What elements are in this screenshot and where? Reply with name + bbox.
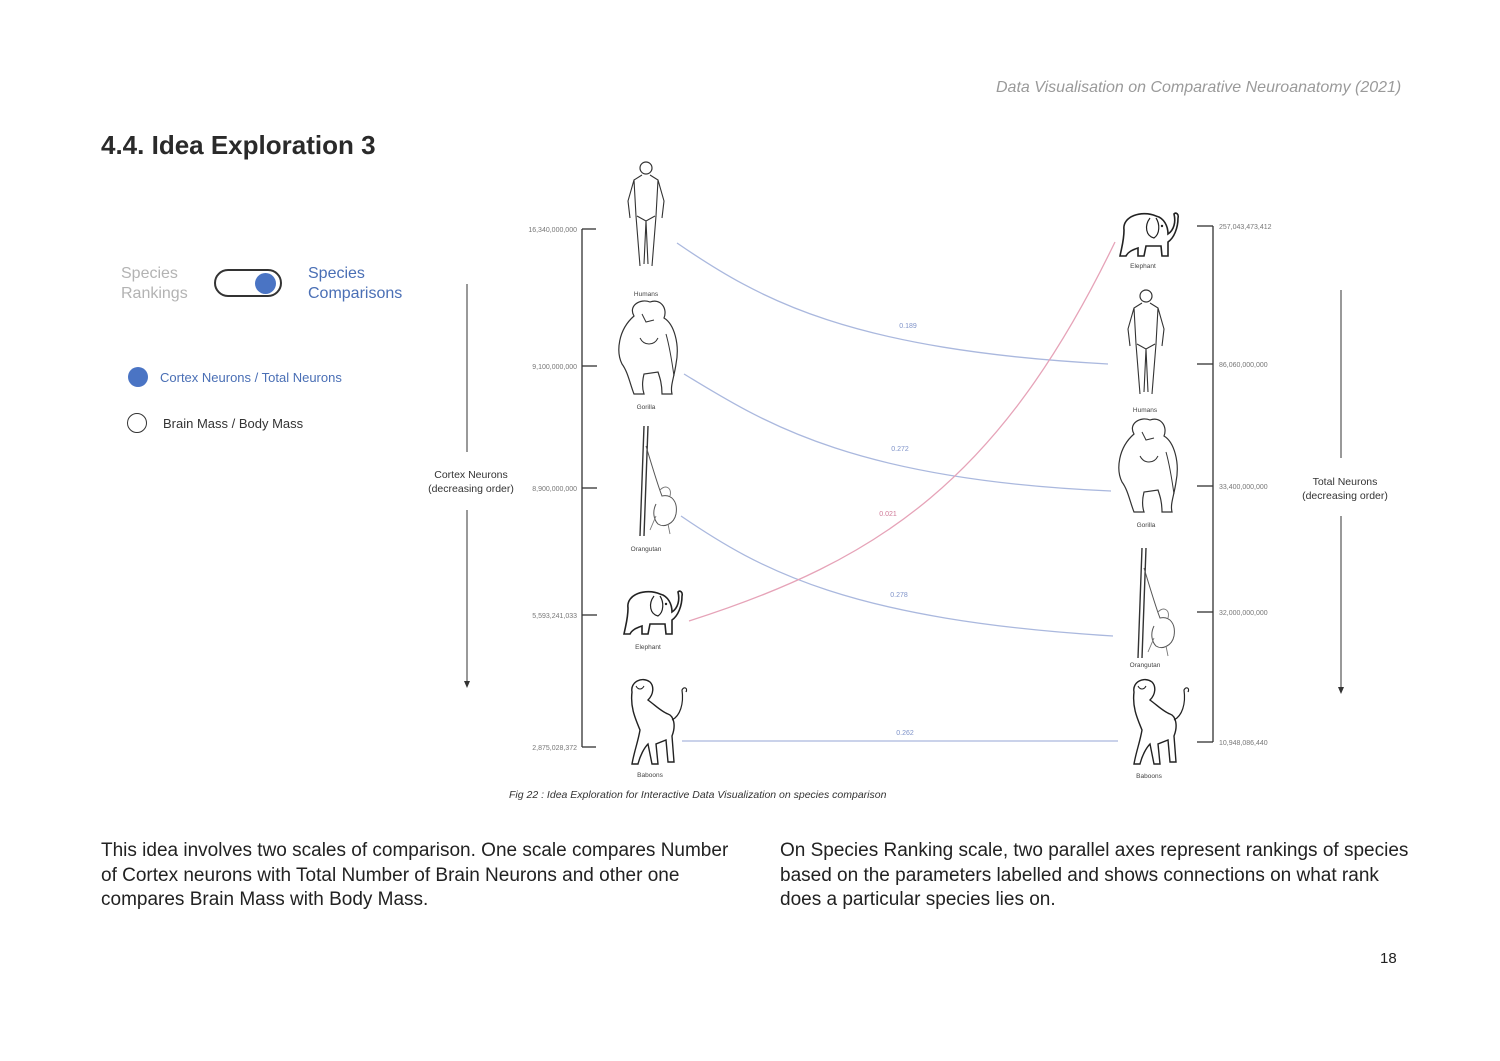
orangutan-illustration-right-icon [1137,547,1176,659]
right-axis-value: 33,400,000,000 [1219,484,1268,491]
gorilla-illustration-right-icon [1118,418,1178,513]
right-axis-label-sub: (decreasing order) [1302,490,1388,502]
left-axis-value: 16,340,000,000 [528,227,577,234]
gorilla-illustration-icon [618,300,678,395]
right-axis-value: 32,000,000,000 [1219,610,1268,617]
ratio-label-baboons: 0.262 [896,730,914,737]
ratio-label-orangutan: 0.278 [890,592,908,599]
toggle-knob [255,273,276,294]
connection-gorilla[interactable] [683,373,1112,492]
left-axis-value: 8,900,000,000 [532,486,577,493]
right-axis-value: 10,948,086,440 [1219,740,1268,747]
toggle-label-comparisons[interactable]: Species Comparisons [308,265,403,302]
elephant-illustration-icon [623,590,683,635]
left-axis-value: 2,875,028,372 [532,745,577,752]
orangutan-illustration-icon [639,425,678,537]
right-axis-value: 86,060,000,000 [1219,362,1268,369]
right-axis-label: Total Neurons [1313,476,1378,488]
right-axis-value: 257,043,473,412 [1219,224,1272,231]
right-species-name: Humans [1133,407,1158,414]
connection-humans[interactable] [676,242,1109,365]
document-header-title: Data Visualisation on Comparative Neuroa… [996,79,1402,96]
radio-brain-body[interactable] [127,413,147,433]
left-species-name: Elephant [635,644,661,651]
left-axis-value: 9,100,000,000 [532,364,577,371]
baboon-illustration-icon [630,678,688,765]
radio-label-brain-body[interactable]: Brain Mass / Body Mass [163,416,304,431]
left-axis-label-sub: (decreasing order) [428,483,514,495]
right-species-name: Baboons [1136,773,1162,780]
right-species-name: Orangutan [1130,662,1161,669]
left-species-name: Gorilla [637,404,656,411]
humans-illustration-right-icon [1127,289,1165,395]
ratio-label-elephant: 0.021 [879,511,897,518]
connection-orangutan[interactable] [680,515,1114,637]
view-toggle-switch[interactable] [214,269,282,297]
humans-illustration-icon [627,161,665,267]
left-axis-label: Cortex Neurons [434,469,508,481]
baboon-illustration-right-icon [1132,678,1190,765]
section-heading: 4.4. Idea Exploration 3 [101,130,376,160]
right-species-name: Elephant [1130,263,1156,270]
body-paragraph-left: This idea involves two scales of compari… [101,840,729,910]
connection-elephant[interactable] [688,241,1116,622]
left-species-name: Humans [634,291,659,298]
left-species-name: Baboons [637,772,663,779]
radio-label-cortex-total[interactable]: Cortex Neurons / Total Neurons [160,370,342,385]
figure-caption: Fig 22 : Idea Exploration for Interactiv… [509,789,887,801]
ratio-label-gorilla: 0.272 [891,446,909,453]
left-species-name: Orangutan [631,546,662,553]
radio-cortex-total-selected[interactable] [128,367,148,387]
body-paragraph-right: On Species Ranking scale, two parallel a… [780,840,1409,910]
toggle-label-rankings[interactable]: Species Rankings [121,265,188,302]
elephant-illustration-right-icon [1119,212,1179,257]
right-arrow-head [1338,687,1344,694]
ratio-label-humans: 0.189 [899,323,917,330]
left-axis-value: 5,593,241,033 [532,613,577,620]
right-species-name: Gorilla [1137,522,1156,529]
left-arrow-head [464,681,470,688]
page-number: 18 [1380,950,1397,967]
